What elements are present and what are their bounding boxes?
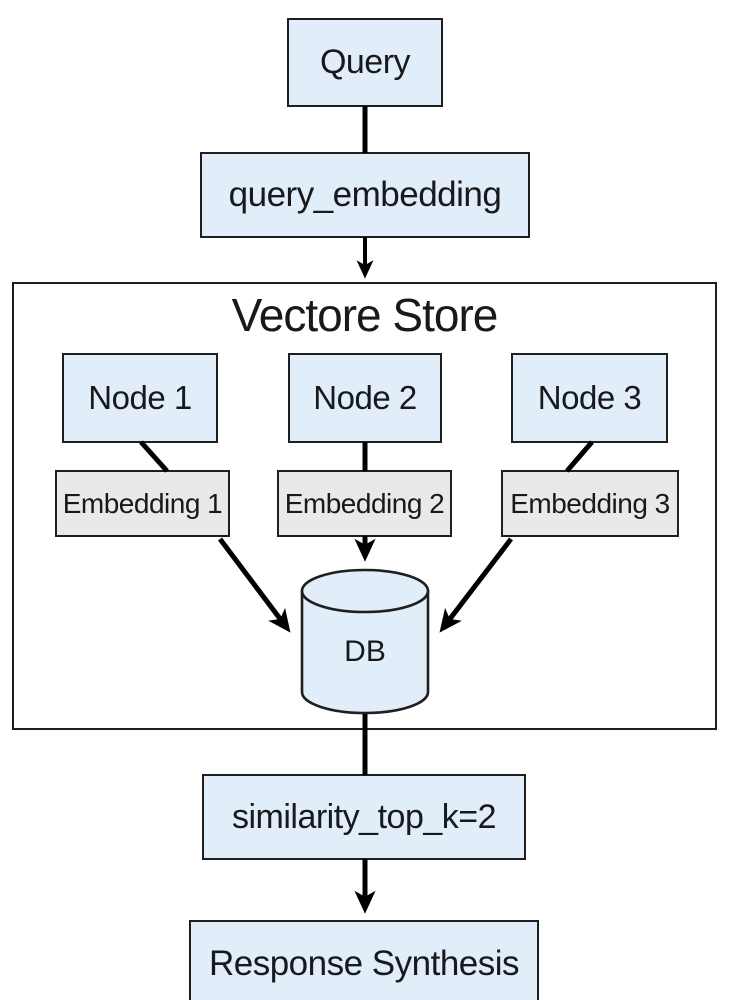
vector-store-title: Vectore Store bbox=[231, 289, 499, 341]
node-1-box: Node 1 bbox=[62, 353, 218, 443]
similarity-top-k-box: similarity_top_k=2 bbox=[202, 774, 526, 860]
query-embedding-box: query_embedding bbox=[200, 152, 530, 238]
query-label: Query bbox=[319, 43, 411, 81]
node-3-box: Node 3 bbox=[511, 353, 668, 443]
embedding-2-box: Embedding 2 bbox=[277, 470, 452, 537]
node-1-label: Node 1 bbox=[88, 379, 192, 416]
query-embedding-label: query_embedding bbox=[228, 175, 502, 214]
embedding-2-label: Embedding 2 bbox=[284, 487, 445, 519]
embedding-3-box: Embedding 3 bbox=[501, 470, 679, 537]
node-2-label: Node 2 bbox=[313, 379, 417, 416]
similarity-top-k-label: similarity_top_k=2 bbox=[231, 797, 497, 836]
query-box: Query bbox=[287, 18, 443, 107]
embedding-1-box: Embedding 1 bbox=[55, 470, 230, 537]
response-synthesis-box: Response Synthesis bbox=[189, 920, 539, 1000]
response-synthesis-label: Response Synthesis bbox=[208, 944, 520, 983]
node-2-box: Node 2 bbox=[288, 353, 442, 443]
embedding-1-label: Embedding 1 bbox=[62, 487, 223, 519]
db-label: DB bbox=[344, 635, 386, 668]
node-3-label: Node 3 bbox=[537, 379, 642, 416]
embedding-3-label: Embedding 3 bbox=[510, 487, 670, 519]
